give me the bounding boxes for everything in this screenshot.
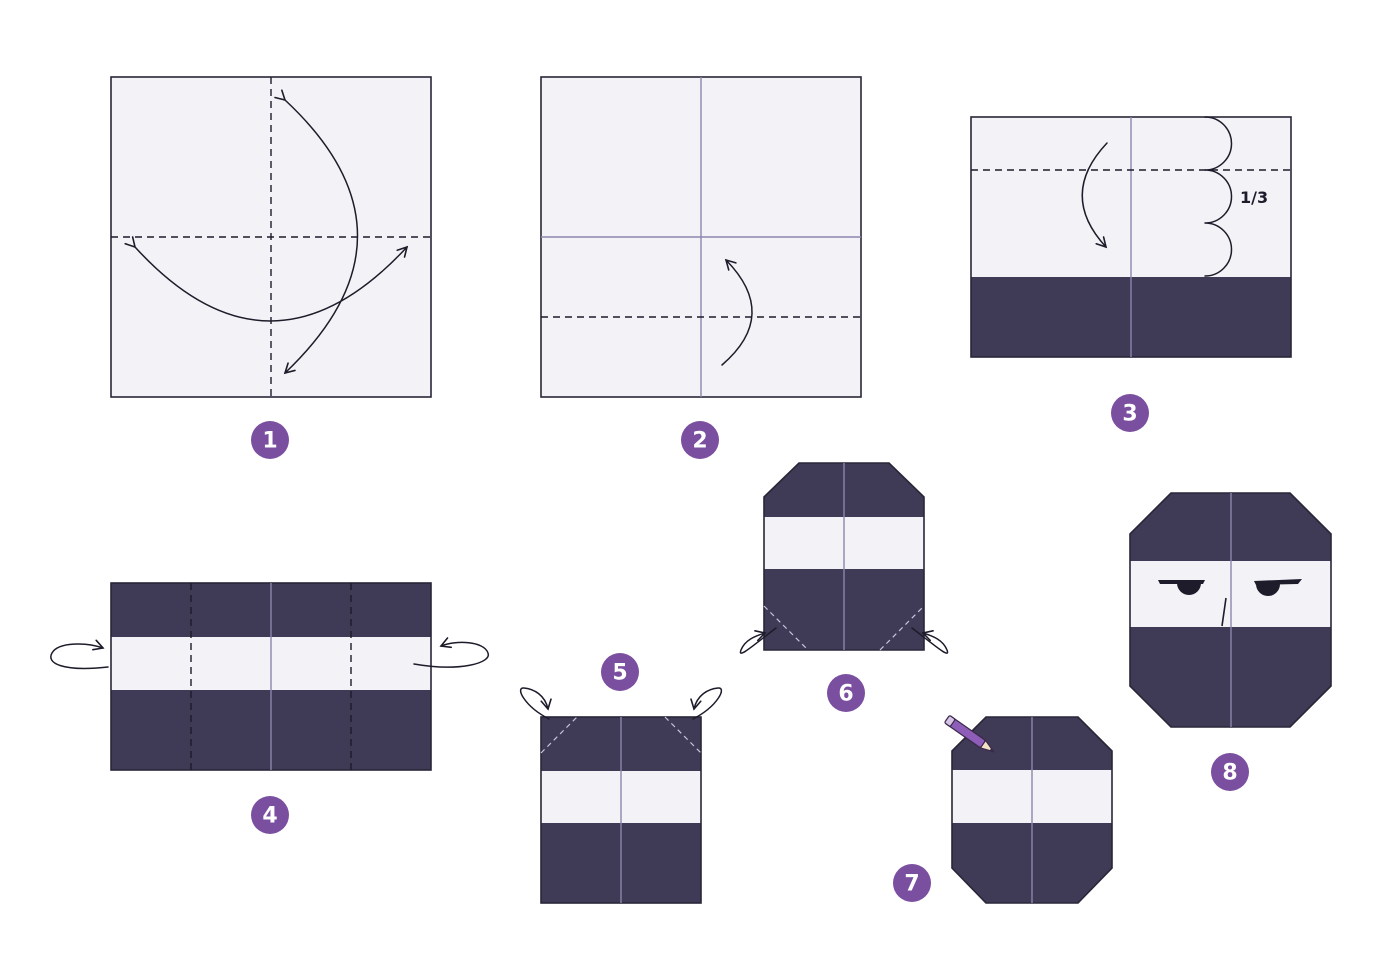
step-3: 1/3	[970, 116, 1292, 358]
fraction-label: 1/3	[1240, 188, 1268, 207]
step-number: 8	[1222, 761, 1237, 786]
step-number: 1	[262, 429, 277, 454]
left-eye-icon	[1158, 580, 1205, 595]
step-4	[50, 582, 489, 771]
step-8	[1129, 492, 1332, 728]
fold-arrow-horizontal	[124, 236, 409, 322]
step-badge-4: 4	[251, 796, 289, 834]
step-number: 7	[904, 872, 919, 897]
step-badge-3: 3	[1111, 394, 1149, 432]
step-1	[110, 76, 432, 398]
right-eye-icon	[1254, 579, 1302, 596]
left-corner-arrow	[739, 627, 777, 654]
step-number: 2	[692, 429, 707, 454]
step-badge-5: 5	[601, 653, 639, 691]
step-badge-1: 1	[251, 421, 289, 459]
step-badge-8: 8	[1211, 753, 1249, 791]
paper-outline	[763, 462, 925, 651]
right-turnover-arrow	[413, 637, 489, 668]
right-corner-arrow	[690, 687, 723, 720]
step-badge-6: 6	[827, 674, 865, 712]
left-turnover-arrow	[50, 639, 109, 670]
step-number: 5	[612, 661, 627, 686]
step-number: 6	[838, 682, 853, 707]
paper-outline	[1129, 492, 1332, 728]
left-corner-fold	[763, 605, 809, 651]
thirds-bracket	[1204, 116, 1233, 277]
right-corner-fold	[879, 605, 925, 651]
paper-outline	[951, 716, 1113, 904]
left-corner-arrow	[519, 687, 552, 720]
right-corner-arrow	[911, 627, 949, 654]
step-5	[519, 687, 723, 904]
pencil-icon	[944, 715, 996, 753]
step-number: 3	[1122, 402, 1137, 427]
fold-down-arrow	[1081, 142, 1108, 249]
nose-line	[1221, 597, 1227, 627]
step-badge-7: 7	[893, 864, 931, 902]
step-badge-2: 2	[681, 421, 719, 459]
fold-up-arrow	[721, 258, 753, 366]
fold-arrow-vertical	[274, 89, 359, 375]
step-number: 4	[262, 804, 277, 829]
step-2	[540, 76, 862, 398]
step-7	[944, 715, 1113, 904]
step-6	[739, 462, 949, 654]
